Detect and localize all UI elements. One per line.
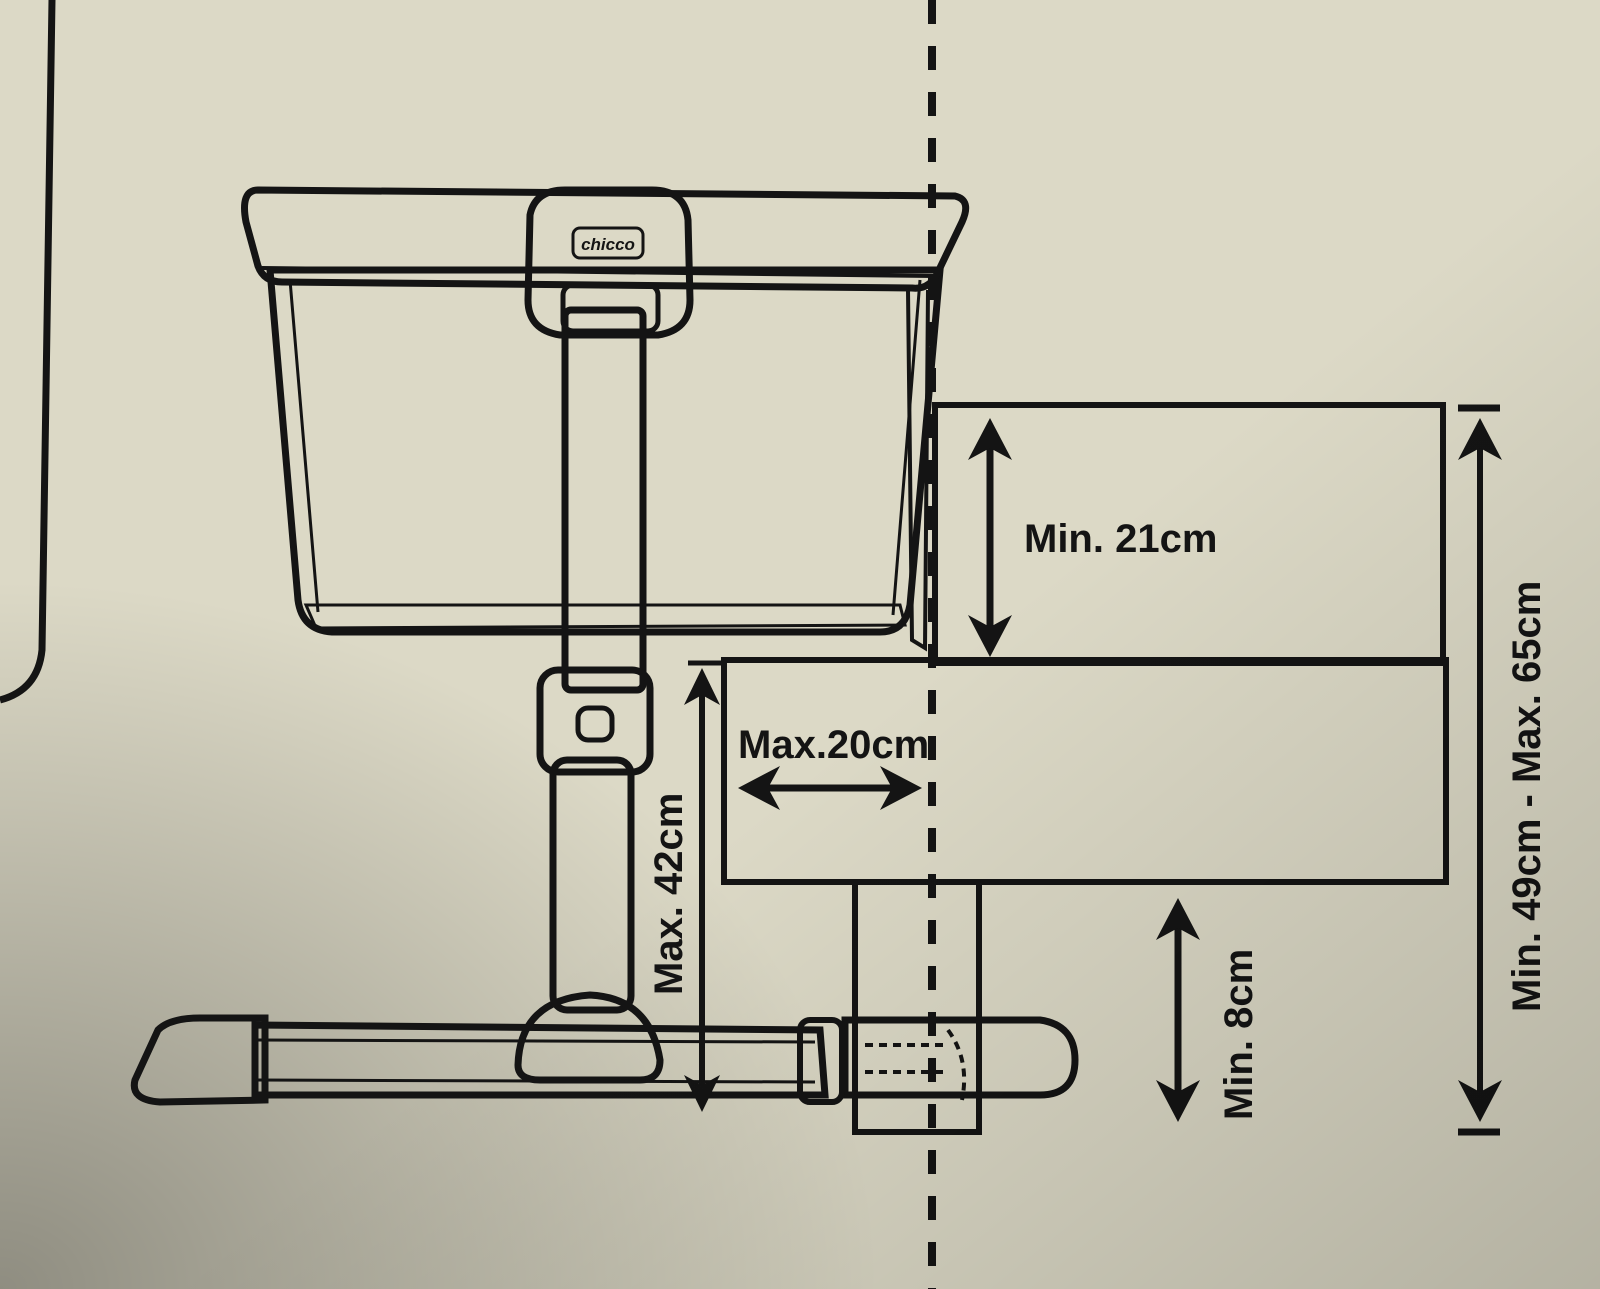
label-max-20cm: Max.20cm bbox=[738, 723, 929, 767]
label-min-49-max-65: Min. 49cm - Max. 65cm bbox=[1505, 581, 1549, 1012]
brand-logo: chicco bbox=[581, 235, 635, 254]
label-max-42cm: Max. 42cm bbox=[647, 793, 691, 995]
label-min-8cm: Min. 8cm bbox=[1217, 949, 1261, 1120]
label-min-21cm: Min. 21cm bbox=[1024, 517, 1217, 561]
